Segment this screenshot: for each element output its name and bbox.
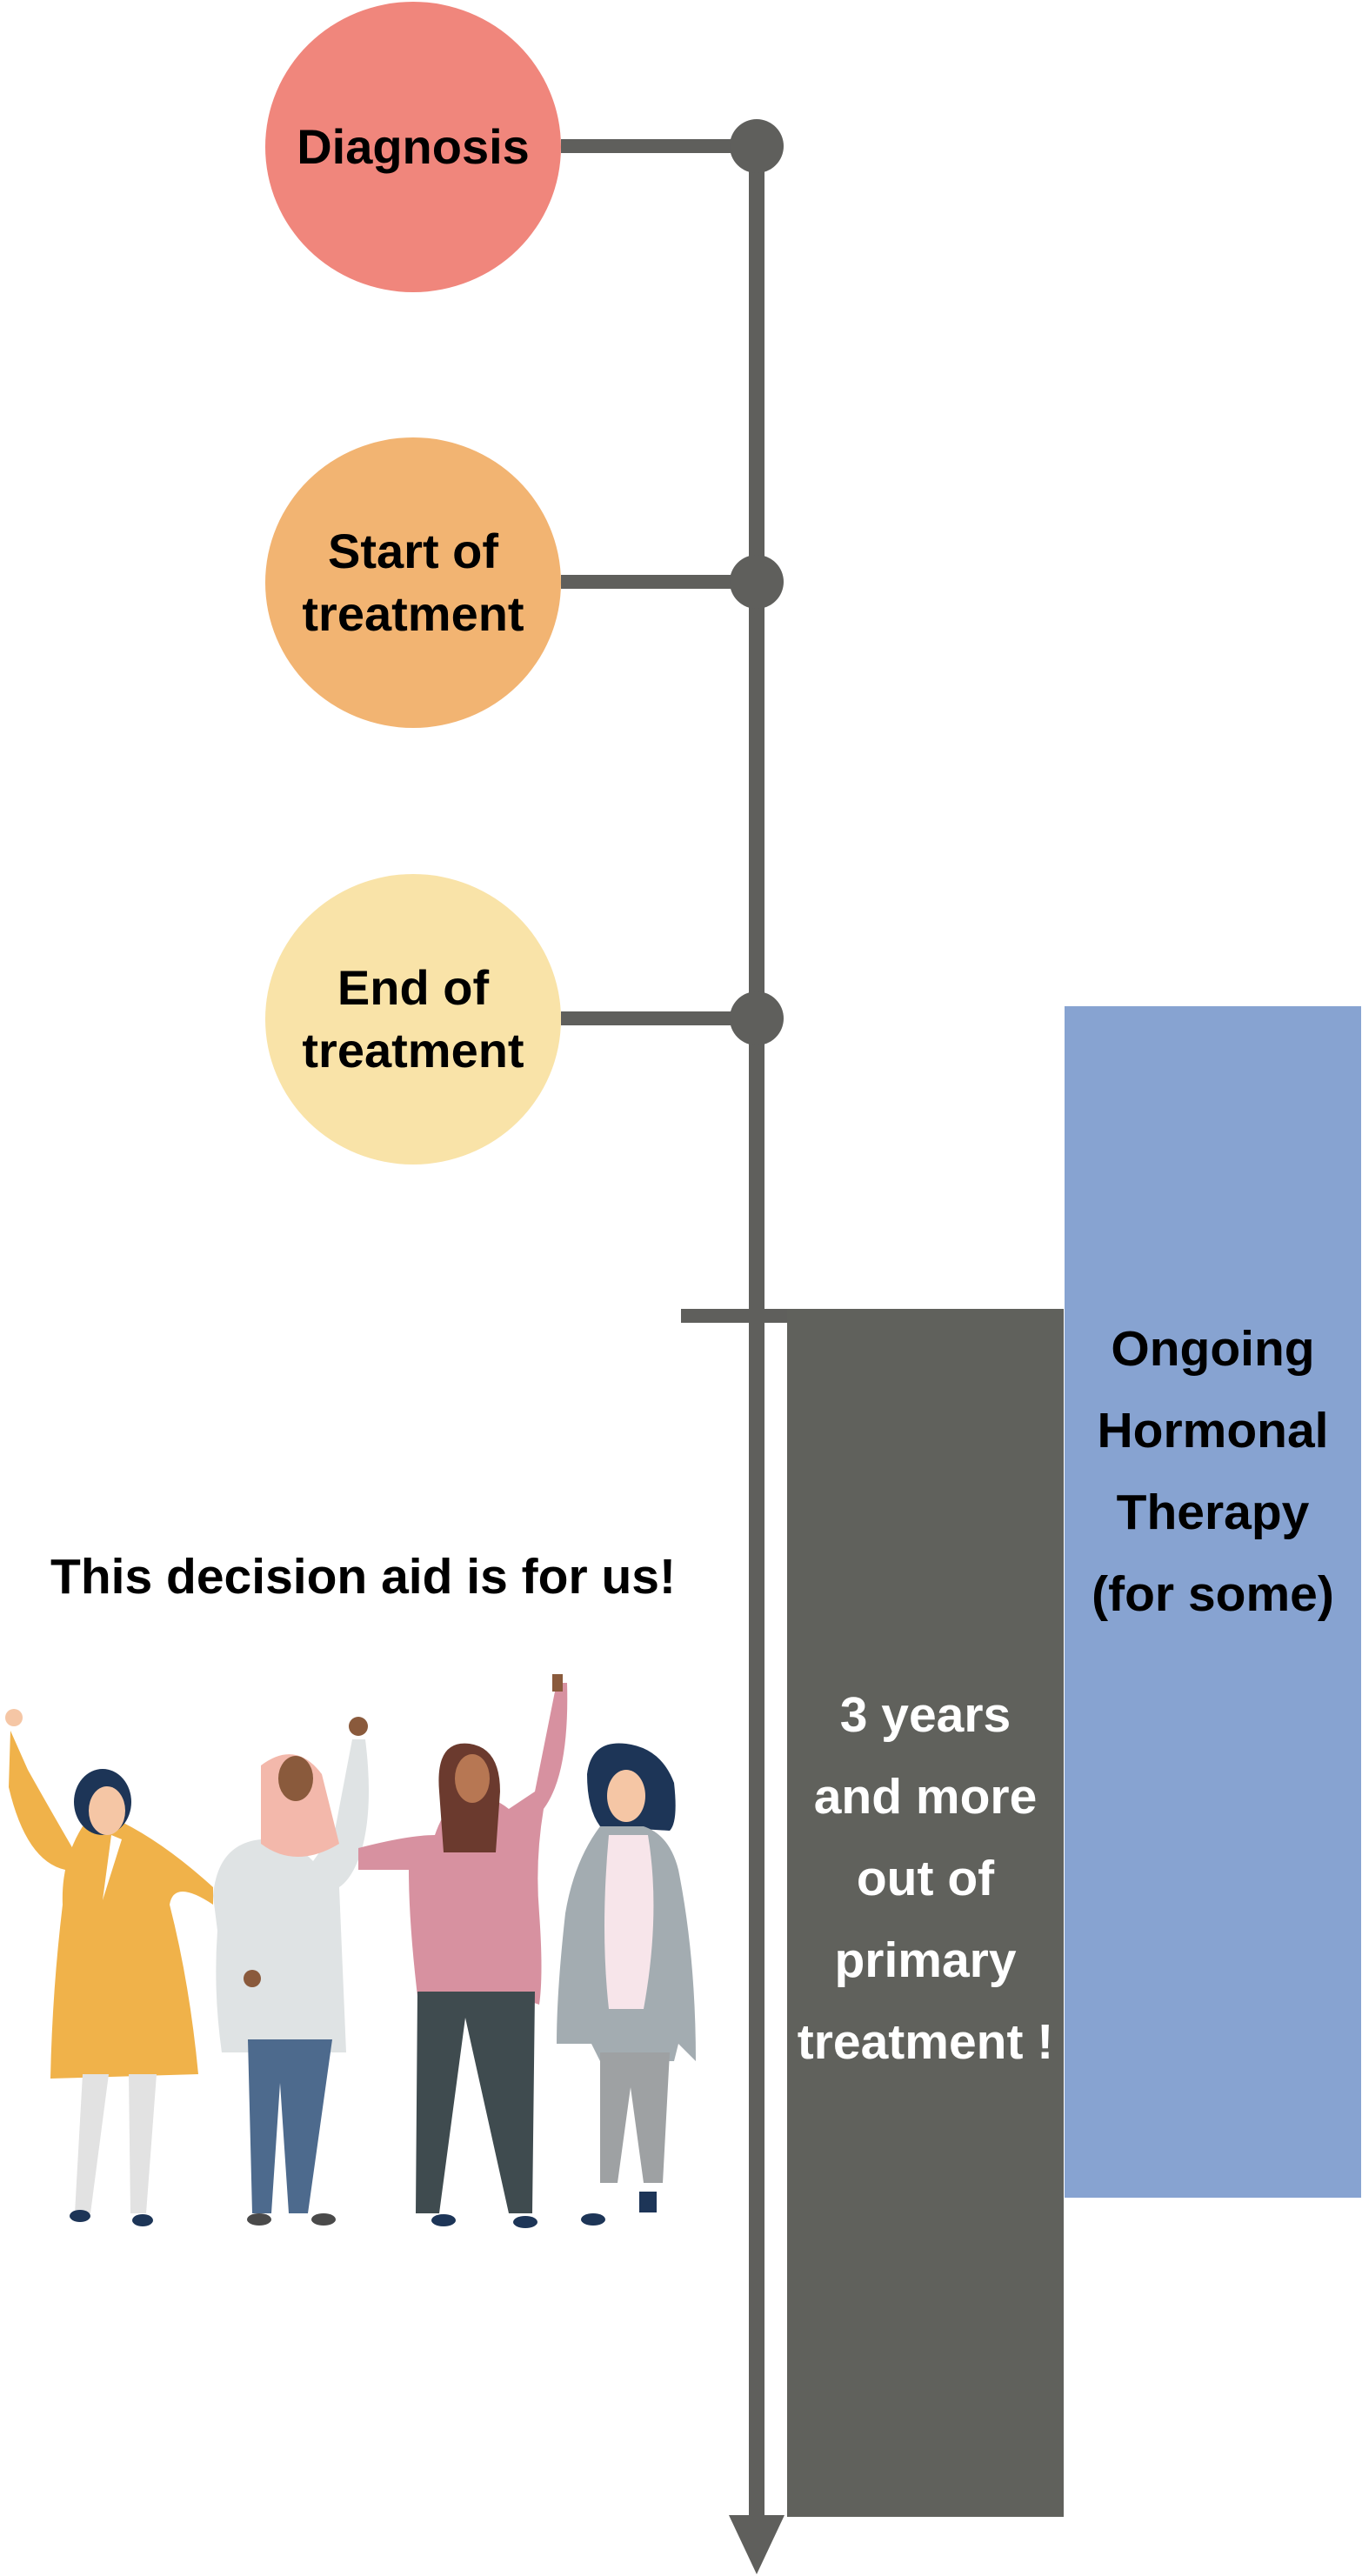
band-hormonal-therapy: Ongoing Hormonal Therapy (for some) bbox=[1065, 1006, 1361, 2198]
milestone-diagnosis: Diagnosis bbox=[265, 2, 561, 292]
caption: This decision aid is for us! bbox=[50, 1549, 676, 1605]
milestone-label: End of treatment bbox=[302, 960, 524, 1078]
milestone-start-of-treatment: Start of treatment bbox=[265, 437, 561, 728]
milestone-label: Diagnosis bbox=[297, 119, 530, 174]
milestone-end-of-treatment: End of treatment bbox=[265, 874, 561, 1165]
timeline-dot-diagnosis bbox=[730, 119, 784, 173]
band-hormonal-label: Ongoing Hormonal Therapy (for some) bbox=[1092, 1321, 1334, 1622]
milestone-label: Start of treatment bbox=[302, 524, 524, 641]
band-primary-treatment: 3 years and more out of primary treatmen… bbox=[787, 1309, 1064, 2517]
timeline-dot-start bbox=[730, 555, 784, 609]
timeline-dot-end bbox=[730, 991, 784, 1045]
band-primary-label: 3 years and more out of primary treatmen… bbox=[797, 1686, 1054, 2070]
timeline-arrow-icon bbox=[729, 2515, 784, 2574]
